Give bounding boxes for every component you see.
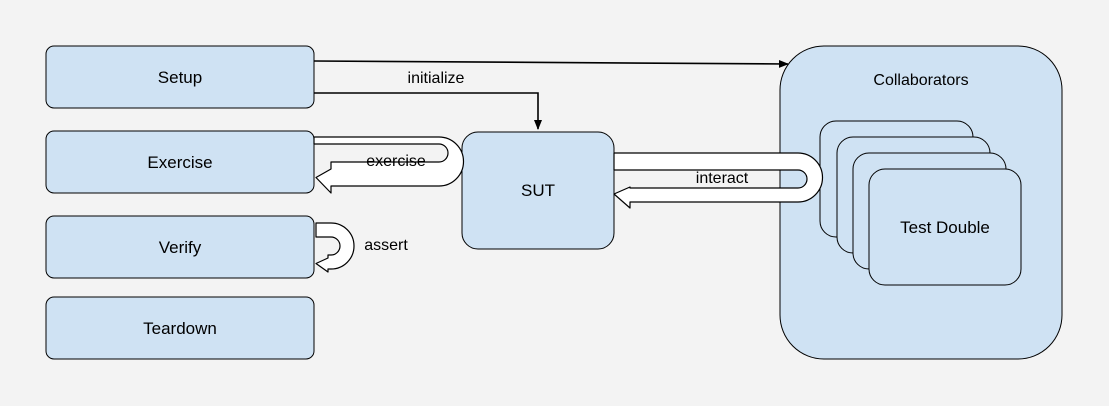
test-double-card	[868, 168, 1022, 286]
verify-label: Verify	[159, 238, 202, 257]
exercise-box: Exercise	[45, 130, 315, 194]
test-double-stack: Test Double	[819, 120, 1022, 286]
setup-label: Setup	[158, 68, 202, 87]
initialize-arrow	[314, 92, 542, 130]
exercise-arrow	[313, 136, 465, 194]
setup-box: Setup	[45, 45, 315, 109]
assert-arrow	[315, 222, 355, 273]
setup-to-collaborators-arrow	[313, 59, 789, 68]
exercise-label: Exercise	[147, 153, 212, 172]
interact-arrow	[613, 152, 824, 209]
sut-label: SUT	[521, 181, 555, 200]
verify-box: Verify	[45, 215, 315, 279]
sut-box: SUT	[461, 131, 615, 250]
teardown-label: Teardown	[143, 319, 217, 338]
collaborators-label: Collaborators	[873, 72, 968, 89]
initialize-label: initialize	[408, 70, 465, 87]
exercise-arrow-label: exercise	[366, 153, 426, 170]
assert-label: assert	[364, 237, 408, 254]
interact-label: interact	[696, 170, 749, 187]
teardown-box: Teardown	[45, 296, 315, 360]
test-double-label: Test Double	[900, 218, 990, 237]
